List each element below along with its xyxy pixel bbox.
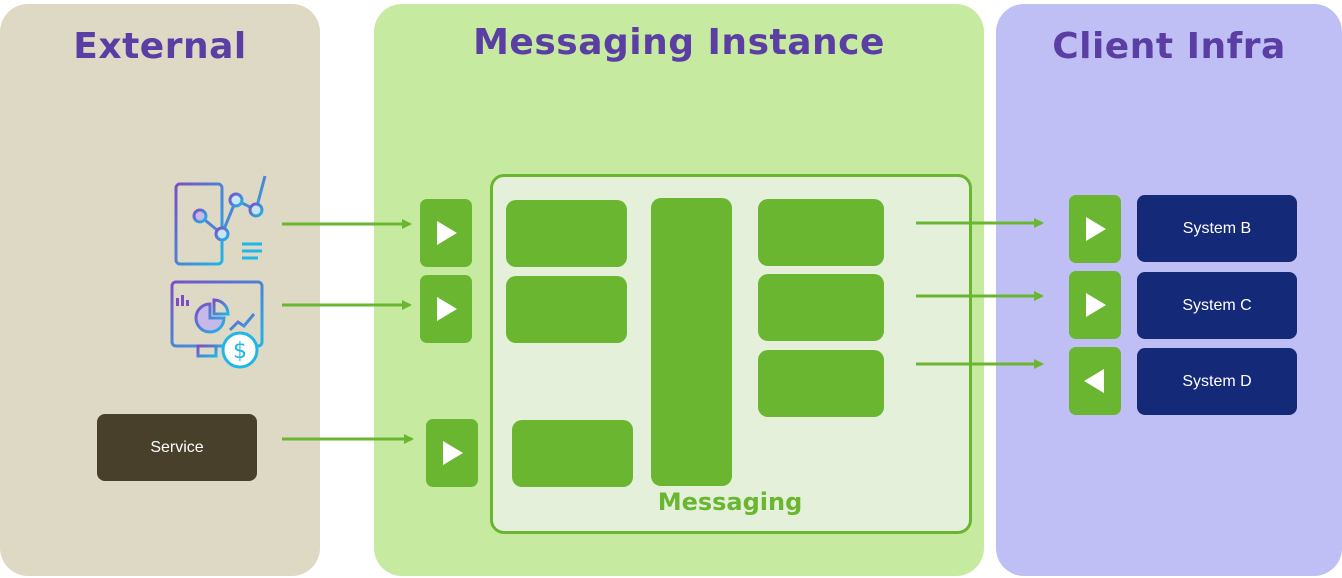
svg-text:$: $ [233,339,247,364]
external-title: External [73,26,247,67]
play-icon [443,441,463,465]
queue-box-right-bottom [758,350,884,417]
client-infra-title: Client Infra [1052,26,1286,67]
system-b: System B [1137,195,1297,262]
mobile-analytics-icon [174,172,267,266]
play-icon [1086,217,1106,241]
play-icon [1086,293,1106,317]
inbound-port-1 [420,199,472,267]
system-c: System C [1137,272,1297,339]
monitor-finance-icon: $ [170,280,264,369]
client-port-b [1069,195,1121,263]
reverse-play-icon [1084,369,1104,393]
queue-box-left-top [506,200,627,267]
play-icon [437,297,457,321]
central-bus-box [651,198,732,486]
service-box: Service [97,414,257,481]
system-d: System D [1137,348,1297,415]
queue-box-left-bottom [512,420,633,487]
inbound-port-2 [420,275,472,343]
messaging-instance-title: Messaging Instance [473,22,885,63]
inbound-port-3 [426,419,478,487]
queue-box-left-middle [506,276,627,343]
play-icon [437,221,457,245]
client-port-d [1069,347,1121,415]
queue-box-right-top [758,199,884,266]
queue-box-right-middle [758,274,884,341]
messaging-label: Messaging [657,488,803,516]
client-port-c [1069,271,1121,339]
